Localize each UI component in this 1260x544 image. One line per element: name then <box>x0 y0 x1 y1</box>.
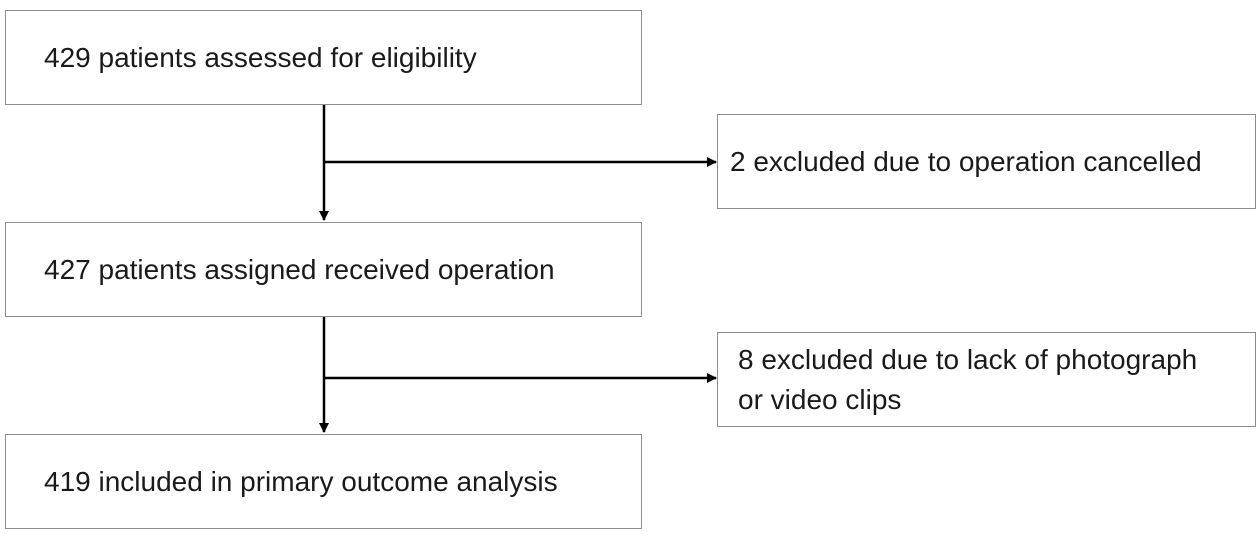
box-included-label: 419 included in primary outcome analysis <box>44 465 558 497</box>
box-assessed: 429 patients assessed for eligibility <box>5 10 642 105</box>
box-assigned-label: 427 patients assigned received operation <box>44 253 555 285</box>
box-excluded-cancelled: 2 excluded due to operation cancelled <box>717 114 1256 209</box>
box-assigned: 427 patients assigned received operation <box>5 222 642 317</box>
box-excluded-media-line2: or video clips <box>738 383 902 415</box>
box-excluded-media: 8 excluded due to lack of photograph or … <box>717 332 1256 427</box>
box-assessed-label: 429 patients assessed for eligibility <box>44 41 477 73</box>
box-included: 419 included in primary outcome analysis <box>5 434 642 529</box>
box-excluded-cancelled-label: 2 excluded due to operation cancelled <box>730 145 1202 177</box>
box-excluded-media-line1: 8 excluded due to lack of photograph <box>738 343 1198 375</box>
